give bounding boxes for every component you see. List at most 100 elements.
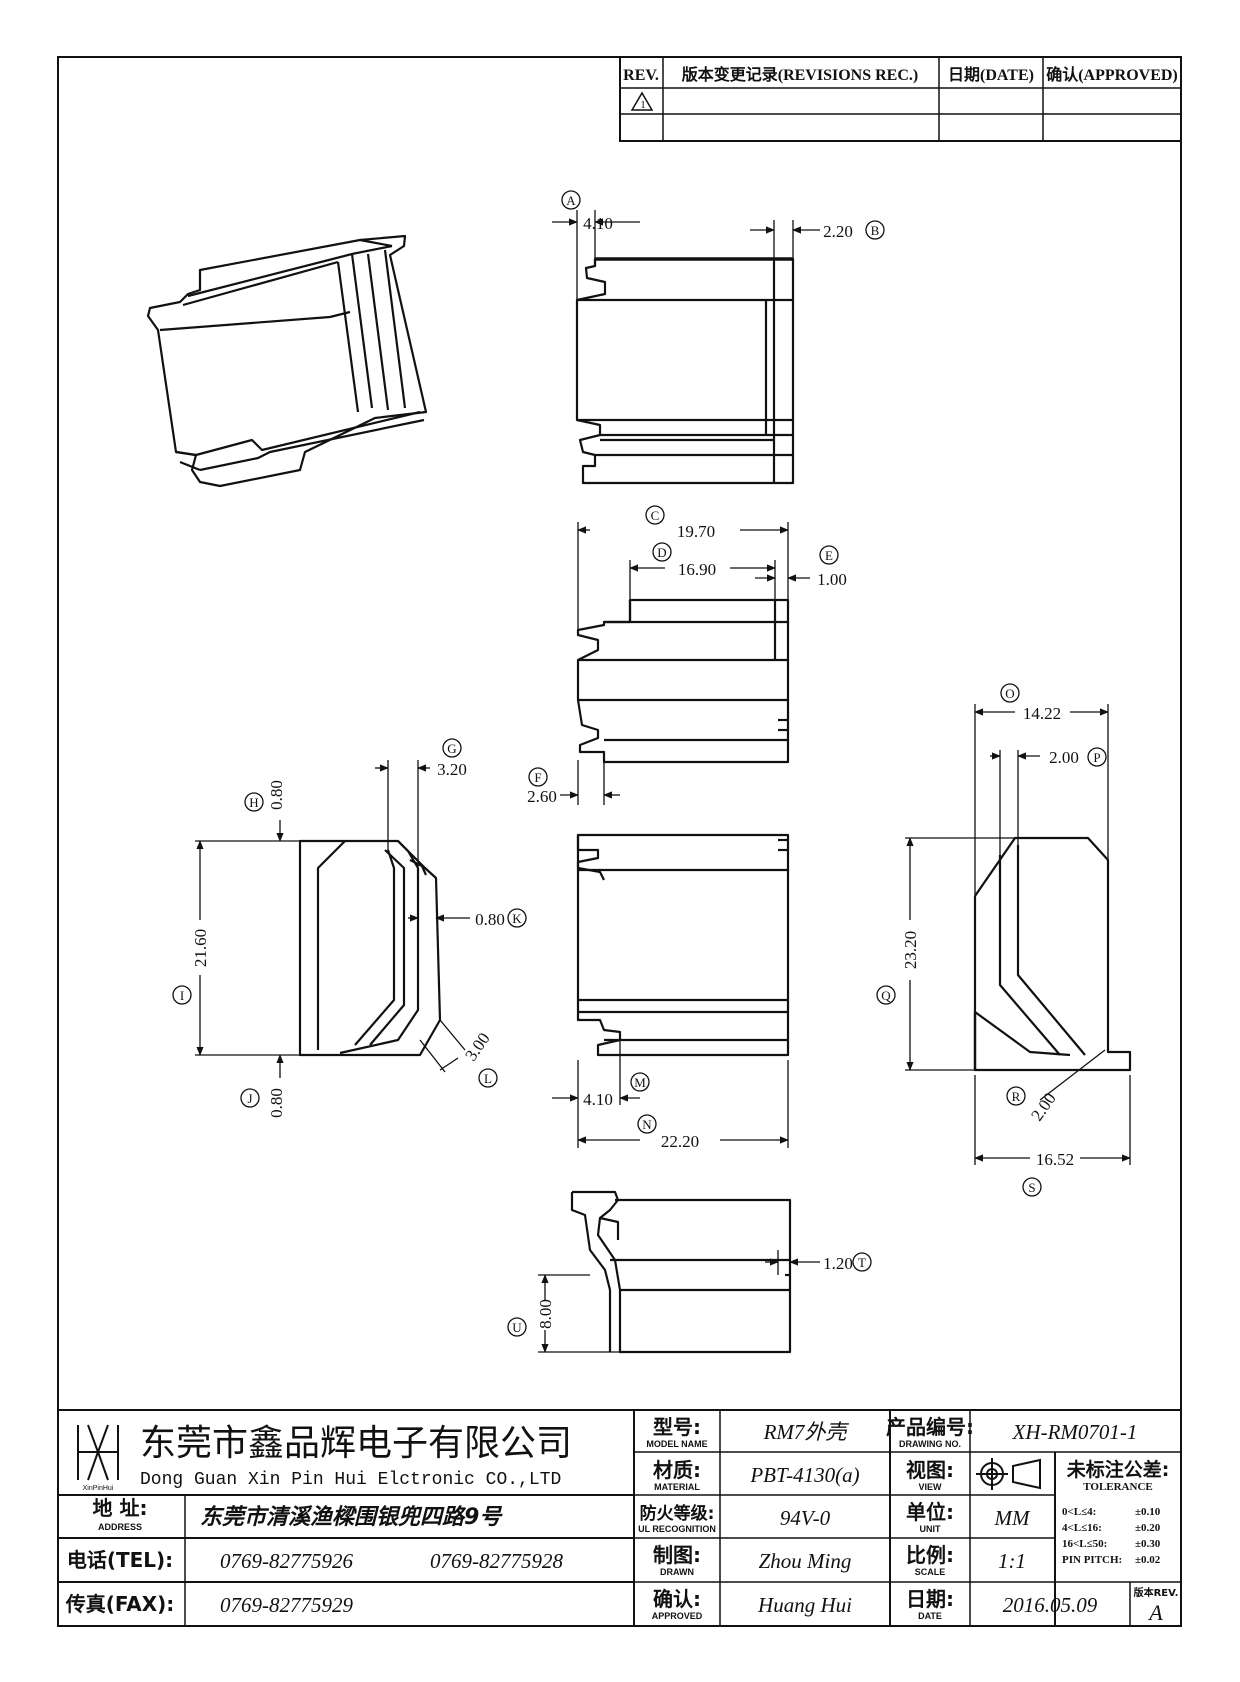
date-label: 日期: — [906, 1587, 954, 1611]
isometric-view — [146, 234, 428, 488]
tolerance-value-1: ±0.10 — [1135, 1506, 1161, 1518]
bubble-B — [865, 220, 885, 240]
dim-J-value: 0.80 — [267, 1088, 286, 1118]
dim-E-value: 1.00 — [817, 570, 847, 589]
dim-K-value: 0.80 — [475, 910, 505, 929]
tel-2: 0769-82775928 — [430, 1549, 563, 1573]
tolerance-range-2: 4<L≤16: — [1062, 1522, 1102, 1534]
dim-I-value: 21.60 — [191, 929, 210, 967]
tolerance-value-4: ±0.02 — [1135, 1554, 1161, 1566]
dim-C-value: 19.70 — [677, 522, 715, 541]
right-view — [973, 836, 1132, 1072]
ul-value: 94V-0 — [780, 1506, 831, 1530]
rev-value: A — [1147, 1600, 1163, 1625]
scale-label: 比例: — [906, 1543, 954, 1567]
drawn-label: 制图: — [653, 1543, 701, 1567]
svg-text:A: A — [566, 193, 576, 208]
bubble-S — [1022, 1177, 1042, 1197]
svg-text:Q: Q — [881, 988, 891, 1003]
side-view-upper — [576, 598, 790, 764]
drawn-value: Zhou Ming — [759, 1549, 852, 1573]
tel-label: 电话(TEL): — [67, 1548, 173, 1572]
svg-text:D: D — [657, 545, 666, 560]
dim-A-value: 4.10 — [583, 214, 613, 233]
dim-H-value: 0.80 — [267, 780, 286, 810]
svg-text:E: E — [825, 548, 833, 563]
dim-M-value: 4.10 — [583, 1090, 613, 1109]
svg-text:H: H — [249, 795, 258, 810]
bubble-F — [528, 767, 548, 787]
title-block — [57, 1409, 1182, 1627]
svg-text:P: P — [1093, 750, 1100, 765]
dimension-values: 4.10 2.20 19.70 16.90 1.00 2.60 3.20 0.8… — [191, 214, 1079, 1329]
model-value: RM7外壳 — [763, 1420, 850, 1444]
bubble-A — [561, 190, 581, 210]
tolerance-label-en: TOLERANCE — [1083, 1481, 1152, 1493]
bubble-O — [1000, 683, 1020, 703]
bubble-C — [645, 505, 665, 525]
model-label: 型号: — [653, 1415, 701, 1439]
end-view — [570, 1190, 792, 1354]
bubble-M — [630, 1072, 650, 1092]
dim-S-value: 16.52 — [1036, 1150, 1074, 1169]
dim-O-value: 14.22 — [1023, 704, 1061, 723]
bubble-D — [652, 542, 672, 562]
bubble-G — [442, 738, 462, 758]
svg-text:F: F — [534, 770, 541, 785]
svg-text:B: B — [871, 223, 880, 238]
material-label: 材质: — [653, 1458, 701, 1482]
tolerance-range-4: PIN PITCH: — [1062, 1554, 1122, 1566]
dim-T-value: 1.20 — [823, 1254, 853, 1273]
tel-1: 0769-82775926 — [220, 1549, 353, 1573]
revision-table: REV. 版本变更记录(REVISIONS REC.) 日期(DATE) 确认(… — [619, 56, 1182, 142]
bubble-Q — [876, 985, 896, 1005]
dim-R-value: 2.00 — [1027, 1089, 1060, 1124]
rev-header: REV. — [623, 67, 659, 84]
bubble-U — [507, 1317, 527, 1337]
top-view-left — [298, 839, 442, 1057]
bubble-N — [637, 1114, 657, 1134]
revision-triangle-number: 1 — [640, 99, 646, 111]
dim-N-value: 22.20 — [661, 1132, 699, 1151]
bubble-P — [1087, 747, 1107, 767]
svg-text:G: G — [447, 741, 456, 756]
drawn-label-en: DRAWN — [660, 1567, 694, 1577]
address-label: 地 址: — [93, 1496, 148, 1520]
company-name-en: Dong Guan Xin Pin Hui Elctronic CO.,LTD — [140, 1470, 561, 1490]
view-label-en: VIEW — [918, 1482, 942, 1492]
fax-value: 0769-82775929 — [220, 1593, 353, 1617]
svg-text:I: I — [180, 988, 184, 1003]
tolerance-label: 未标注公差: — [1066, 1458, 1170, 1481]
approved-label: 确认: — [653, 1587, 701, 1611]
svg-text:M: M — [634, 1075, 646, 1090]
front-view — [575, 257, 795, 485]
rev-label: 版本REV. — [1134, 1586, 1179, 1599]
scale-label-en: SCALE — [915, 1567, 946, 1577]
tolerance-range-3: 16<L≤50: — [1062, 1538, 1107, 1550]
approved-value: Huang Hui — [757, 1593, 852, 1617]
bubble-T — [852, 1252, 872, 1272]
company-name-cn: 东莞市鑫品辉电子有限公司 — [140, 1423, 572, 1464]
bubble-H — [244, 792, 264, 812]
logo-text: XinPinHui — [83, 1485, 114, 1492]
dim-B-value: 2.20 — [823, 222, 853, 241]
dim-L-value: 3.00 — [461, 1029, 494, 1064]
model-label-en: MODEL NAME — [646, 1439, 707, 1449]
address-value: 东莞市清溪渔樑围银兜四路9号 — [200, 1504, 503, 1530]
svg-text:S: S — [1028, 1180, 1035, 1195]
dimension-lines — [195, 210, 1131, 1353]
view-label: 视图: — [906, 1458, 954, 1482]
unit-value: MM — [994, 1506, 1031, 1530]
dim-P-value: 2.00 — [1049, 748, 1079, 767]
svg-text:L: L — [484, 1071, 492, 1086]
reference-bubbles — [172, 190, 1107, 1337]
unit-label-en: UNIT — [920, 1524, 941, 1534]
fax-label: 传真(FAX): — [65, 1592, 175, 1616]
bubble-L — [478, 1068, 498, 1088]
drawing-no-label-en: DRAWING NO. — [899, 1439, 961, 1449]
svg-text:T: T — [858, 1255, 866, 1270]
svg-text:J: J — [247, 1091, 252, 1106]
dim-F-value: 2.60 — [527, 787, 557, 806]
ul-label: 防火等级: — [640, 1503, 715, 1524]
